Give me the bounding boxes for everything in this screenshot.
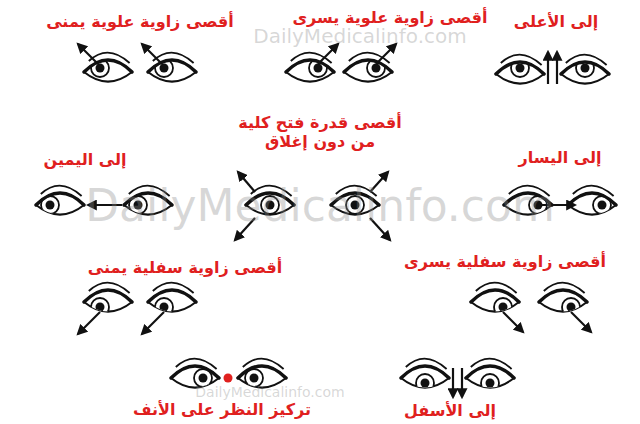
watermark: DailyMedicalinfo.com	[195, 384, 344, 400]
eye	[84, 283, 132, 316]
direction-arrow	[556, 52, 558, 84]
exercise-label: أقصى قدرة فتح كلية من دون إغلاق	[233, 113, 408, 151]
direction-arrow	[452, 368, 454, 397]
direction-arrow	[571, 312, 591, 332]
eye	[286, 53, 334, 82]
nose-dot	[224, 374, 233, 383]
eye	[238, 359, 286, 388]
eye	[148, 283, 196, 316]
eye	[471, 283, 519, 316]
eye	[171, 359, 219, 388]
exercise-label: إلى الأعلى	[514, 12, 598, 31]
watermark: DailyMedicalinfo.com	[253, 24, 466, 48]
exercise-label: أقصى زاوية سفلية يسرى	[404, 252, 606, 271]
direction-arrow	[78, 312, 100, 334]
exercise-label: إلى اليسار	[519, 148, 602, 167]
exercise-label: أقصى زاوية سفلية يمنى	[88, 258, 282, 277]
eye	[568, 186, 616, 215]
eye	[401, 359, 449, 392]
direction-arrow	[142, 44, 162, 64]
exercise-label: إلى اليمين	[44, 150, 127, 169]
eye	[344, 53, 392, 82]
eye	[466, 359, 514, 392]
eye	[561, 55, 609, 84]
exercise-label: تركيز النظر على الأنف	[133, 400, 311, 419]
eye	[36, 186, 84, 215]
direction-arrow	[503, 312, 523, 332]
eye	[539, 283, 587, 316]
eye	[496, 55, 544, 84]
direction-arrow	[78, 44, 98, 64]
watermark: DailyMedicalinfo.com	[85, 180, 555, 231]
direction-arrow	[142, 312, 164, 334]
direction-arrow	[461, 368, 463, 397]
direction-arrow	[547, 52, 549, 84]
exercise-label: أقصى زاوية علوية يمنى	[46, 12, 234, 31]
exercise-label: إلى الأسفل	[404, 401, 496, 420]
